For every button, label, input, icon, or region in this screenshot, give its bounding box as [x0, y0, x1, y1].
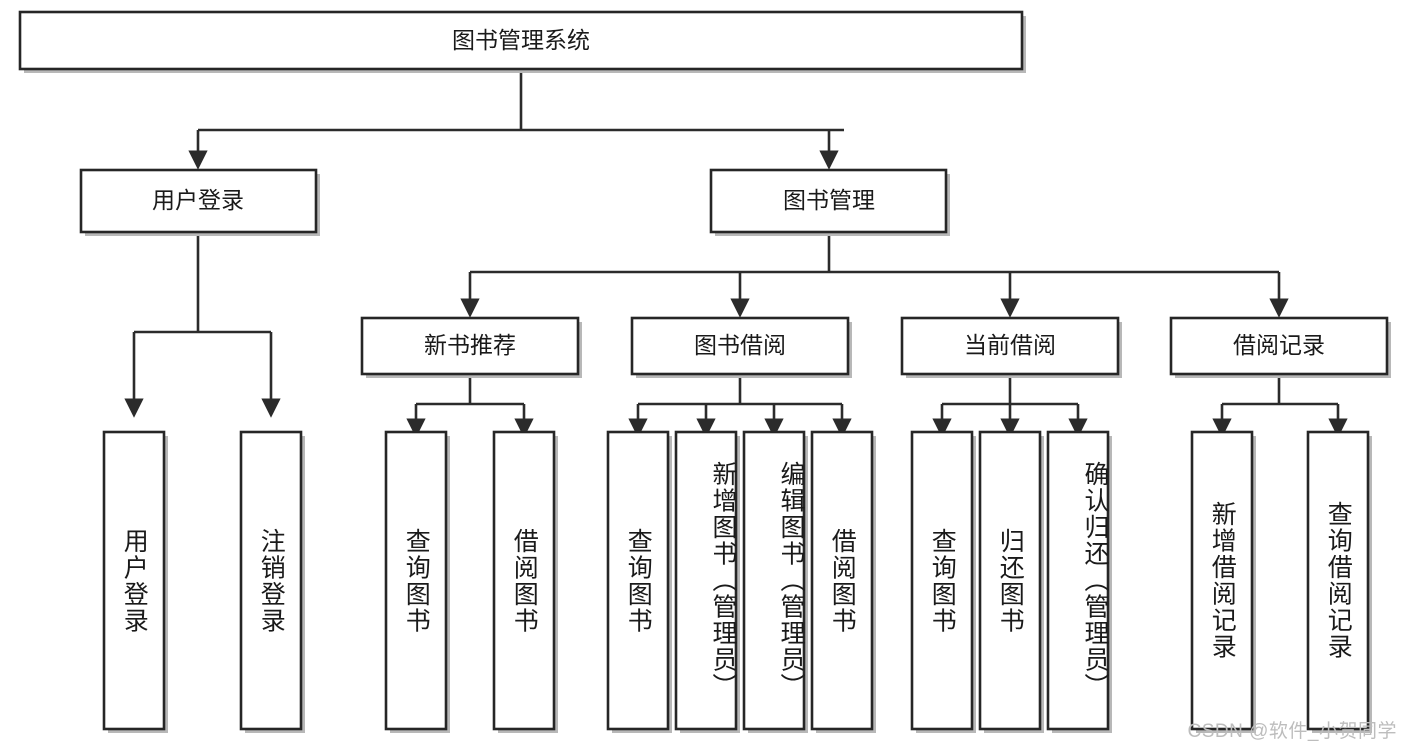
node-user-login[interactable]: 用户登录: [79, 168, 320, 236]
node-current-borrow[interactable]: 当前借阅: [900, 316, 1122, 378]
edge-group-book-manage-to-level3: [460, 232, 1289, 318]
node-leaf-add-book[interactable]: [674, 430, 740, 733]
edge-group-current-borrow-to-leaves: [932, 374, 1088, 438]
node-leaf-borrow-book-1[interactable]: [492, 430, 558, 733]
node-leaf-user-login[interactable]: [102, 430, 168, 733]
leaf-box-group: [102, 430, 1372, 733]
node-new-book-recommend-label: 新书推荐: [424, 332, 516, 358]
node-book-borrow-label: 图书借阅: [694, 332, 786, 358]
node-leaf-query-book-3[interactable]: [910, 430, 976, 733]
node-leaf-confirm-return[interactable]: [1046, 430, 1112, 733]
edge-group-new-book-recommend-to-leaves: [406, 374, 534, 438]
node-root[interactable]: 图书管理系统: [18, 10, 1026, 73]
node-leaf-user-logout[interactable]: [239, 430, 305, 733]
node-root-label: 图书管理系统: [452, 27, 590, 53]
node-current-borrow-label: 当前借阅: [964, 332, 1056, 358]
node-book-borrow[interactable]: 图书借阅: [630, 316, 852, 378]
node-leaf-query-book-2[interactable]: [606, 430, 672, 733]
edge-group-root-to-level2: [188, 69, 844, 170]
node-user-login-label: 用户登录: [152, 187, 244, 213]
edge-group-user-login-to-leaves: [124, 232, 281, 418]
node-leaf-add-record[interactable]: [1190, 430, 1256, 733]
node-leaf-return-book[interactable]: [978, 430, 1044, 733]
node-leaf-query-book-1[interactable]: [384, 430, 450, 733]
node-book-manage-label: 图书管理: [783, 187, 875, 213]
node-borrow-record-label: 借阅记录: [1233, 332, 1325, 358]
edge-group-borrow-record-to-leaves: [1212, 374, 1348, 438]
node-leaf-edit-book[interactable]: [742, 430, 808, 733]
node-new-book-recommend[interactable]: 新书推荐: [360, 316, 582, 378]
node-book-manage[interactable]: 图书管理: [709, 168, 950, 236]
node-leaf-query-record[interactable]: [1306, 430, 1372, 733]
watermark-text: CSDN @软件_小贺同学: [1187, 721, 1397, 742]
node-leaf-borrow-book-2[interactable]: [810, 430, 876, 733]
edge-group-book-borrow-to-leaves: [628, 374, 852, 438]
node-borrow-record[interactable]: 借阅记录: [1169, 316, 1391, 378]
